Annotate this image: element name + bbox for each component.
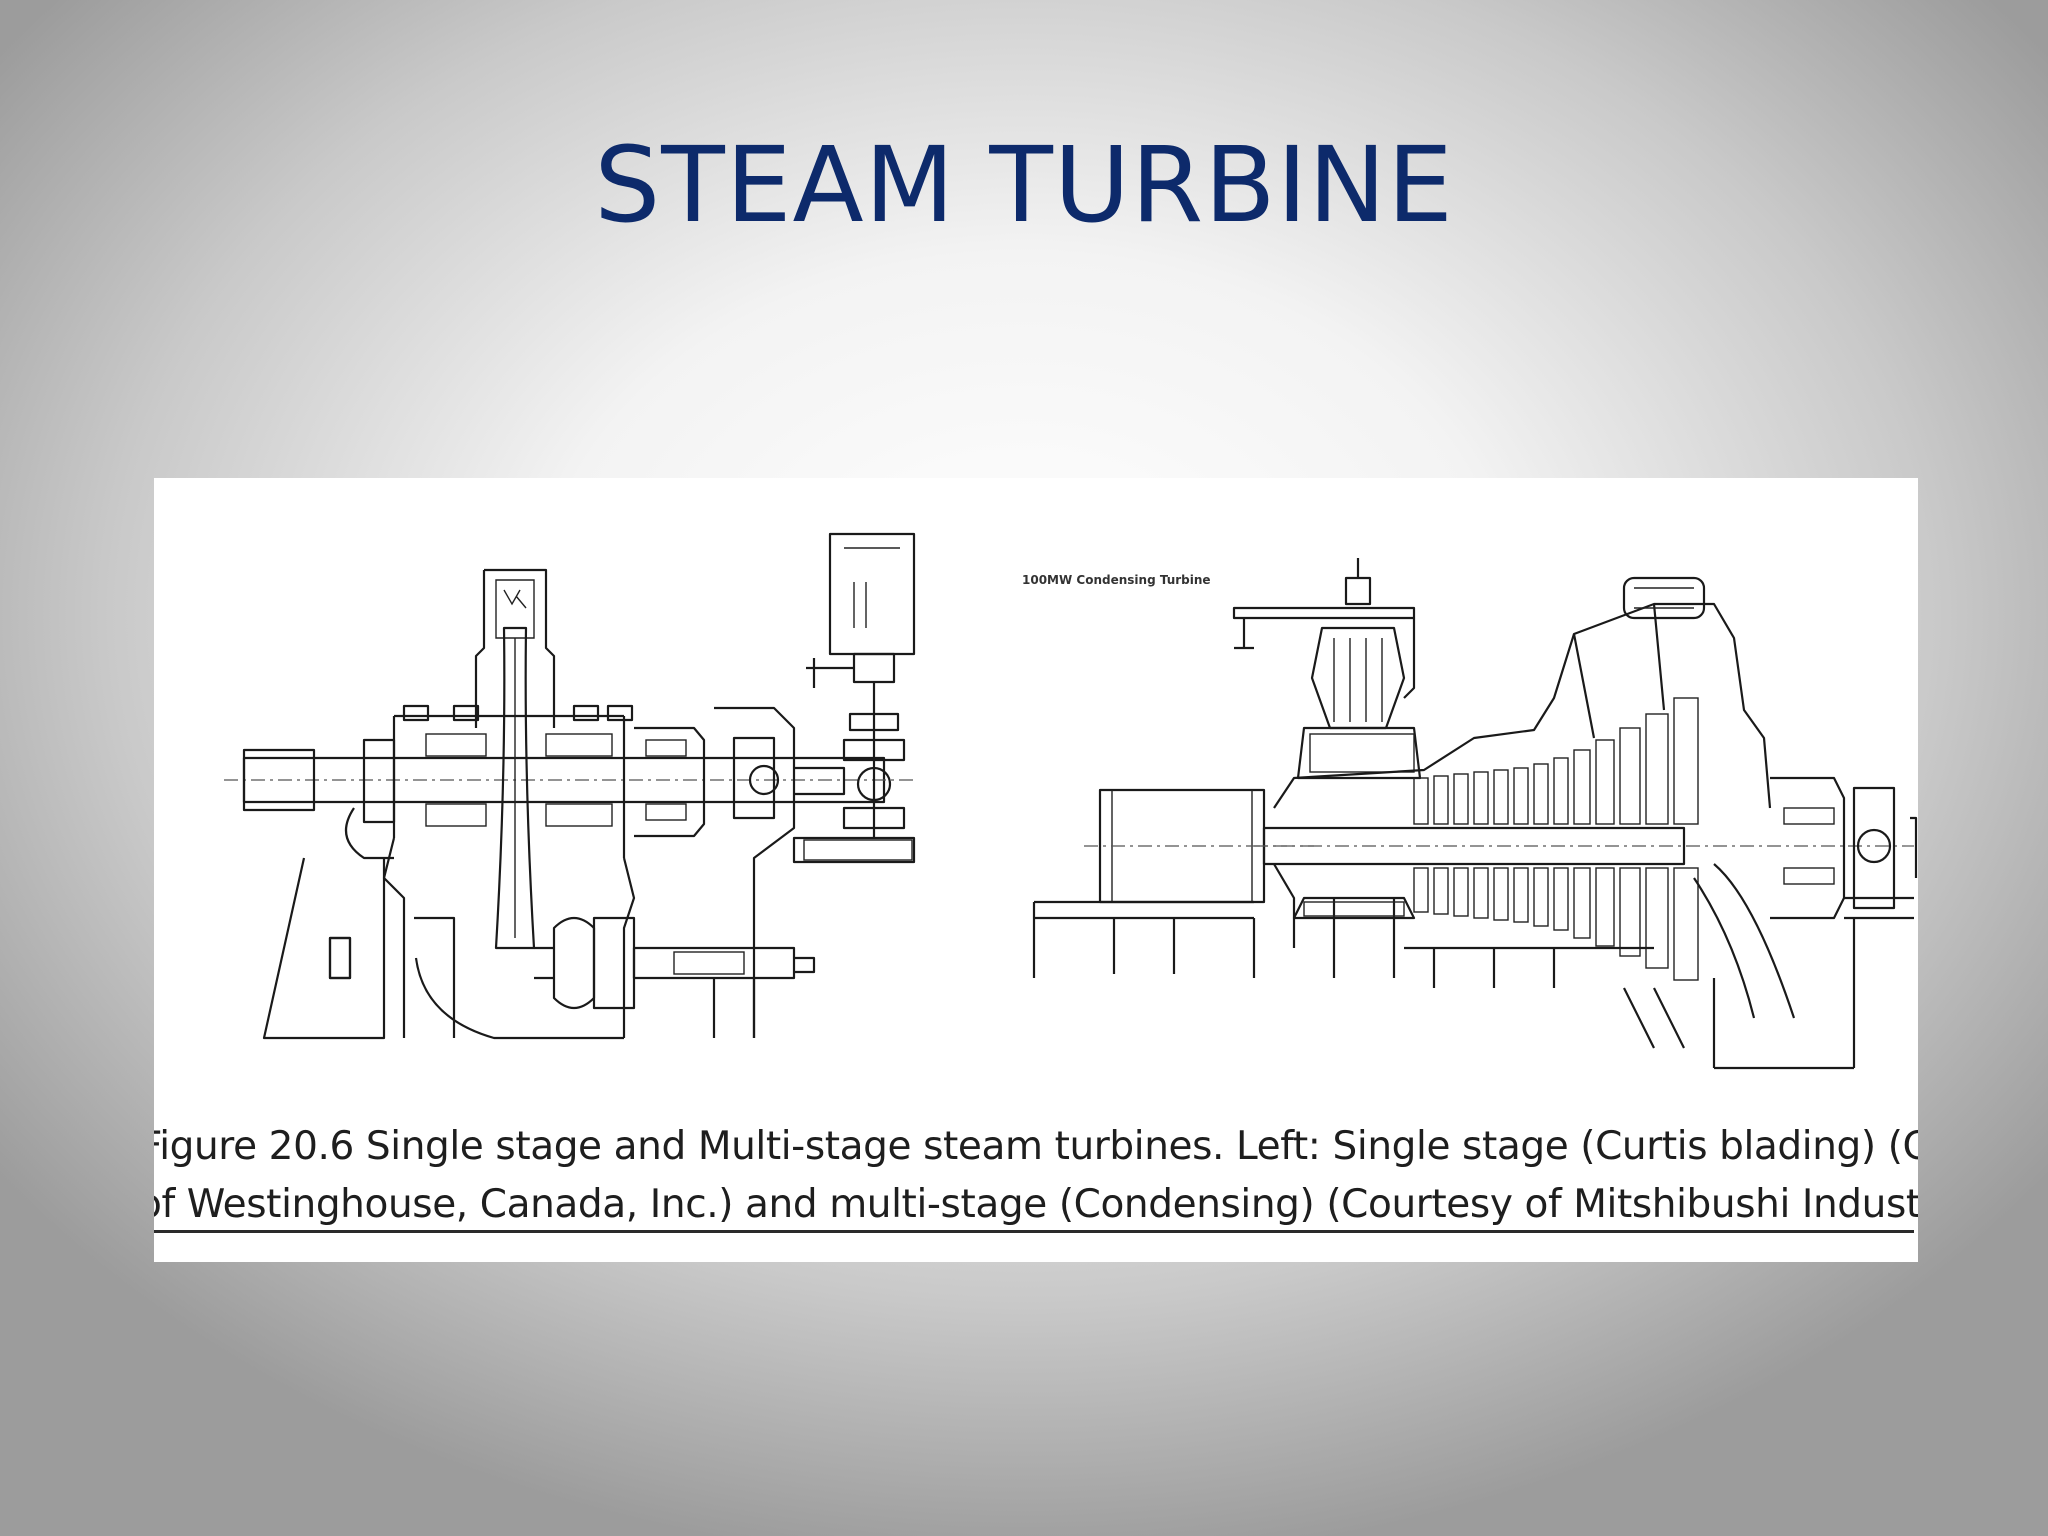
turbine-drawings: 100MW Condensing Turbine [224, 532, 1918, 1070]
caption-line-2: of Westinghouse, Canada, Inc.) and multi… [154, 1182, 1918, 1227]
single-stage-turbine-drawing [224, 532, 916, 1040]
slide-title: STEAM TURBINE [594, 124, 1454, 246]
caption-underline [154, 1230, 1914, 1233]
drawing-label: 100MW Condensing Turbine [1022, 573, 1211, 587]
multi-stage-turbine-drawing: 100MW Condensing Turbine [1022, 558, 1918, 1070]
figure-caption: Figure 20.6 Single stage and Multi-stage… [154, 1118, 1918, 1234]
figure-image: 100MW Condensing Turbine [154, 478, 1918, 1262]
caption-line-1: Figure 20.6 Single stage and Multi-stage… [154, 1124, 1918, 1169]
